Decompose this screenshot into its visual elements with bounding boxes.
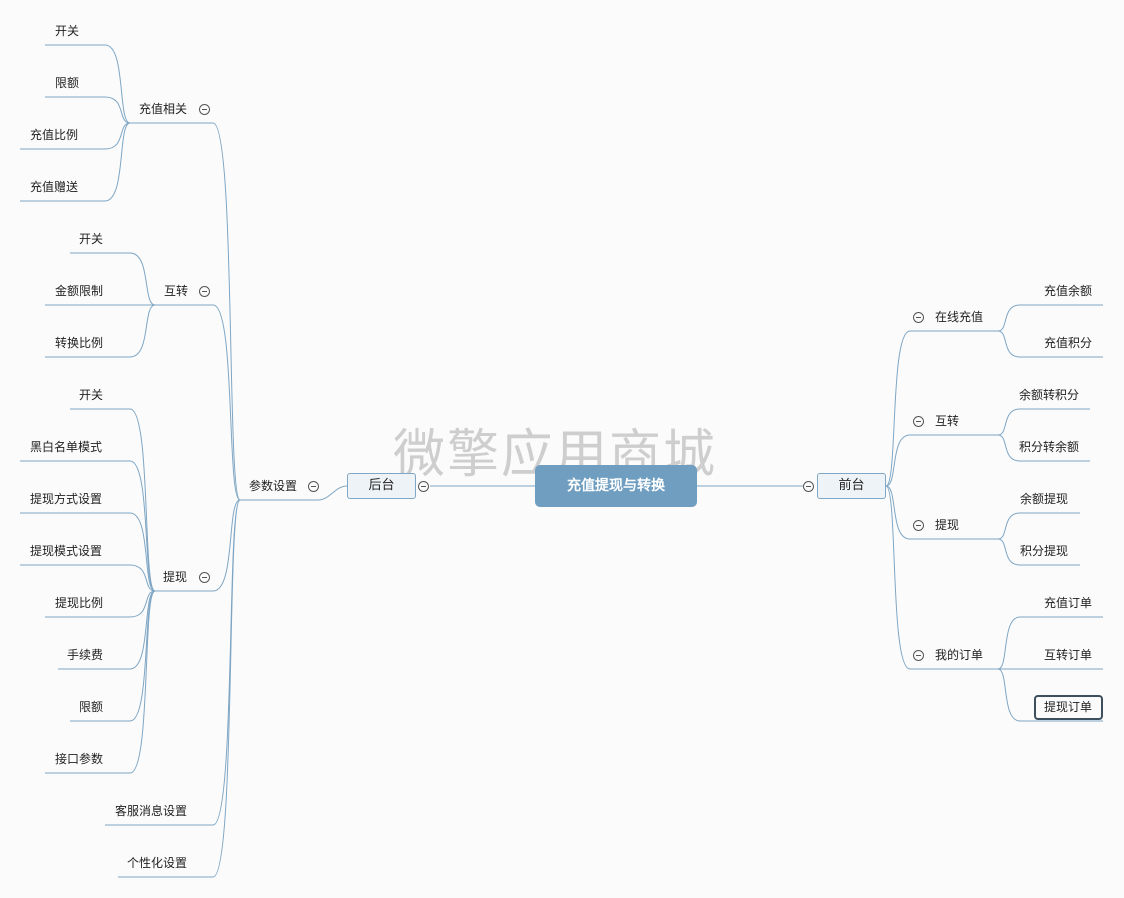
leaf-recharge-orders[interactable]: 充值订单 <box>1044 596 1093 610</box>
connector <box>20 512 156 592</box>
leaf-transfer-ratio[interactable]: 转换比例 <box>55 336 104 350</box>
connector <box>155 304 241 501</box>
connector <box>997 434 1090 462</box>
leaf-points-to-balance[interactable]: 积分转余额 <box>1019 440 1080 454</box>
collapse-icon-front-transfer[interactable] <box>913 416 924 427</box>
connector <box>997 304 1103 332</box>
leaf-recharge-ratio[interactable]: 充值比例 <box>30 128 79 142</box>
collapse-icon-my-orders[interactable] <box>913 650 924 661</box>
collapse-icon-recharge[interactable] <box>199 104 210 115</box>
node-frontend[interactable]: 前台 <box>817 473 886 499</box>
leaf-transfer-orders[interactable]: 互转订单 <box>1044 648 1093 662</box>
collapse-icon-front-withdraw[interactable] <box>913 520 924 531</box>
connector <box>155 499 241 592</box>
leaf-withdraw-mode[interactable]: 提现模式设置 <box>30 544 103 558</box>
node-group-front-transfer[interactable]: 互转 <box>935 414 960 428</box>
connector <box>70 252 156 306</box>
leaf-points-withdraw[interactable]: 积分提现 <box>1020 544 1069 558</box>
connector <box>20 564 156 592</box>
leaf-recharge-points[interactable]: 充值积分 <box>1044 336 1093 350</box>
node-group-withdraw[interactable]: 提现 <box>163 570 188 584</box>
collapse-icon-param-settings[interactable] <box>308 481 319 492</box>
collapse-icon-transfer[interactable] <box>199 286 210 297</box>
leaf-personalization[interactable]: 个性化设置 <box>127 856 188 870</box>
connector <box>997 616 1103 670</box>
leaf-recharge-bonus[interactable]: 充值赠送 <box>30 180 79 194</box>
leaf-withdraw-ratio[interactable]: 提现比例 <box>55 596 104 610</box>
connector <box>997 512 1080 540</box>
collapse-icon-online-recharge[interactable] <box>913 312 924 323</box>
leaf-transfer-switch[interactable]: 开关 <box>79 232 104 246</box>
leaf-withdraw-orders[interactable]: 提现订单 <box>1044 700 1093 714</box>
leaf-recharge-limit[interactable]: 限额 <box>55 76 80 90</box>
connector <box>885 485 998 670</box>
leaf-balance-to-points[interactable]: 余额转积分 <box>1019 388 1080 402</box>
connector <box>45 304 156 358</box>
connector <box>997 538 1080 566</box>
connector <box>58 590 156 670</box>
collapse-icon-backend[interactable] <box>418 481 429 492</box>
leaf-withdraw-method[interactable]: 提现方式设置 <box>30 492 103 506</box>
leaf-transfer-amount-limit[interactable]: 金额限制 <box>55 284 104 298</box>
connector <box>997 408 1090 436</box>
connector <box>70 408 156 592</box>
node-backend[interactable]: 后台 <box>347 473 416 499</box>
connector <box>885 330 998 487</box>
connector <box>20 460 156 592</box>
leaf-withdraw-blackwhite[interactable]: 黑白名单模式 <box>30 440 103 454</box>
collapse-icon-frontend[interactable] <box>803 481 814 492</box>
node-group-online-recharge[interactable]: 在线充值 <box>935 310 984 324</box>
leaf-balance-withdraw[interactable]: 余额提现 <box>1020 492 1069 506</box>
connector <box>997 668 1103 722</box>
connector <box>45 96 131 124</box>
leaf-withdraw-fee[interactable]: 手续费 <box>67 648 104 662</box>
connector <box>997 330 1103 358</box>
leaf-service-message[interactable]: 客服消息设置 <box>115 804 188 818</box>
leaf-withdraw-switch[interactable]: 开关 <box>79 388 104 402</box>
connector <box>105 499 241 826</box>
leaf-recharge-switch[interactable]: 开关 <box>55 24 80 38</box>
node-param-settings[interactable]: 参数设置 <box>249 479 298 493</box>
connector <box>130 122 241 501</box>
connector <box>885 485 998 540</box>
connector <box>20 122 131 202</box>
root-node[interactable]: 充值提现与转换 <box>535 465 697 507</box>
connector <box>240 485 348 501</box>
leaf-withdraw-api[interactable]: 接口参数 <box>55 752 104 766</box>
connector <box>45 590 156 618</box>
collapse-icon-withdraw[interactable] <box>199 572 210 583</box>
connector <box>885 434 998 487</box>
node-group-transfer[interactable]: 互转 <box>164 284 189 298</box>
connector <box>45 590 156 774</box>
connector <box>118 499 241 878</box>
connector <box>20 122 131 150</box>
node-group-front-withdraw[interactable]: 提现 <box>935 518 960 532</box>
selection-highlight <box>1034 695 1103 720</box>
leaf-withdraw-limit[interactable]: 限额 <box>79 700 104 714</box>
node-group-my-orders[interactable]: 我的订单 <box>935 648 984 662</box>
node-group-recharge[interactable]: 充值相关 <box>139 102 188 116</box>
leaf-recharge-balance[interactable]: 充值余额 <box>1044 284 1093 298</box>
connector <box>45 44 131 124</box>
